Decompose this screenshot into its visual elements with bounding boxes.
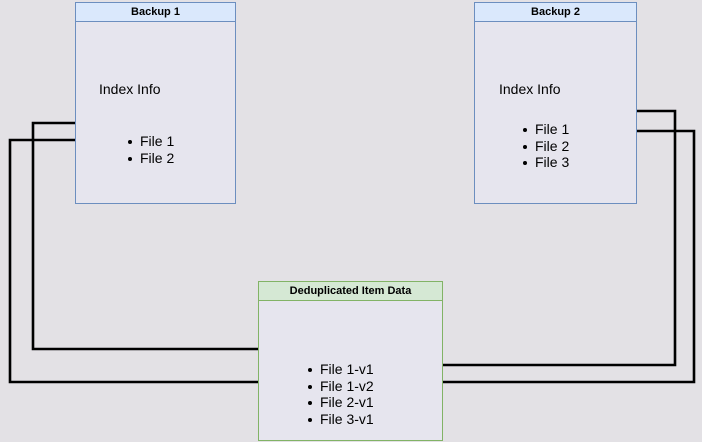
node-backup-1-body: Index Info File 1 File 2: [75, 22, 236, 204]
node-deduplicated-item-data-title: Deduplicated Item Data: [258, 281, 443, 301]
list-item: File 2: [520, 138, 569, 155]
node-backup-1-title: Backup 1: [75, 2, 236, 22]
node-backup-2[interactable]: Backup 2 Index Info File 1 File 2 File 3: [474, 2, 637, 204]
list-item: File 3: [520, 154, 569, 171]
node-backup-1[interactable]: Backup 1 Index Info File 1 File 2: [75, 2, 236, 204]
list-item: File 3-v1: [305, 411, 374, 428]
node-backup-2-body: Index Info File 1 File 2 File 3: [474, 22, 637, 204]
node-backup-1-file-list: File 1 File 2: [125, 133, 174, 166]
node-backup-2-title: Backup 2: [474, 2, 637, 22]
list-item: File 1: [125, 133, 174, 150]
list-item: File 2: [125, 150, 174, 167]
node-backup-2-subtitle: Index Info: [499, 81, 561, 97]
node-deduplicated-item-data-file-list: File 1-v1 File 1-v2 File 2-v1 File 3-v1: [305, 361, 374, 427]
node-backup-2-file-list: File 1 File 2 File 3: [520, 121, 569, 171]
list-item: File 1-v2: [305, 378, 374, 395]
node-deduplicated-item-data-body: File 1-v1 File 1-v2 File 2-v1 File 3-v1: [258, 301, 443, 441]
node-backup-1-subtitle: Index Info: [99, 81, 161, 97]
node-deduplicated-item-data[interactable]: Deduplicated Item Data File 1-v1 File 1-…: [258, 281, 443, 441]
list-item: File 2-v1: [305, 394, 374, 411]
list-item: File 1: [520, 121, 569, 138]
list-item: File 1-v1: [305, 361, 374, 378]
